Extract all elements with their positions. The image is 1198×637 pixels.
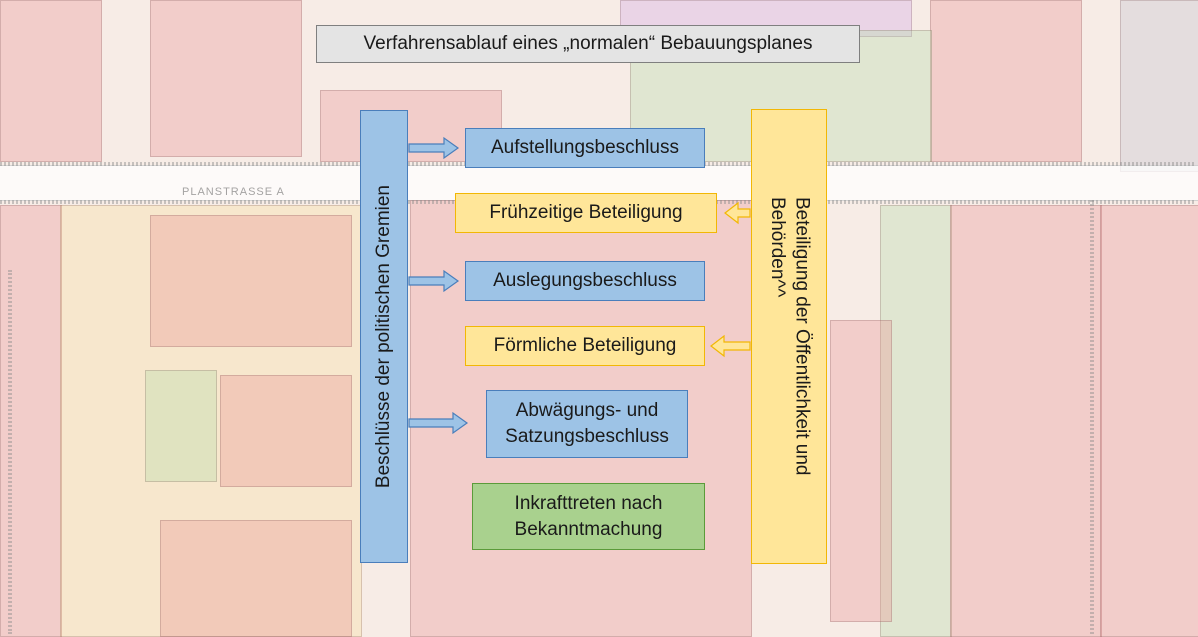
step-foermliche-beteiligung: Förmliche Beteiligung [465,326,705,366]
map-street-label: PLANSTRASSE A [182,186,285,198]
step-inkrafttreten: Inkrafttreten nach Bekanntmachung [472,483,705,550]
arrow-to-aufstellungsbeschluss [408,136,460,160]
step-abwaegungs-line2: Satzungsbeschluss [505,426,669,447]
public-participation-label-line2: Behörden^^ [767,197,788,298]
step-fruehzeitige-beteiligung: Frühzeitige Beteiligung [455,193,717,233]
public-participation-column: Beteiligung der Öffentlichkeit und Behör… [751,109,827,564]
public-participation-label-line1: Beteiligung der Öffentlichkeit und [791,197,813,476]
step-inkrafttreten-line2: Bekanntmachung [514,518,663,540]
arrow-to-fruehzeitige-beteiligung [724,201,751,225]
step-aufstellungsbeschluss: Aufstellungsbeschluss [465,128,705,168]
step-abwaegungs-line1: Abwägungs- und [515,400,659,422]
political-bodies-column: Beschlüsse der politischen Gremien [360,110,408,563]
step-abwaegungs-satzungsbeschluss: Abwägungs- und Satzungsbeschluss [486,390,688,458]
step-inkrafttreten-line1: Inkrafttreten nach [514,492,663,514]
step-abwaegungs-label: Abwägungs- und Satzungsbeschluss [505,398,669,449]
arrow-to-foermliche-beteiligung [710,334,751,358]
diagram-title: Verfahrensablauf eines „normalen“ Bebauu… [316,25,860,63]
arrow-to-auslegungsbeschluss [408,269,460,293]
step-auslegungsbeschluss: Auslegungsbeschluss [465,261,705,301]
public-participation-label: Beteiligung der Öffentlichkeit und Behör… [764,197,813,476]
arrow-to-abwaegungsbeschluss [408,411,469,435]
step-inkrafttreten-label: Inkrafttreten nach Bekanntmachung [515,491,663,542]
